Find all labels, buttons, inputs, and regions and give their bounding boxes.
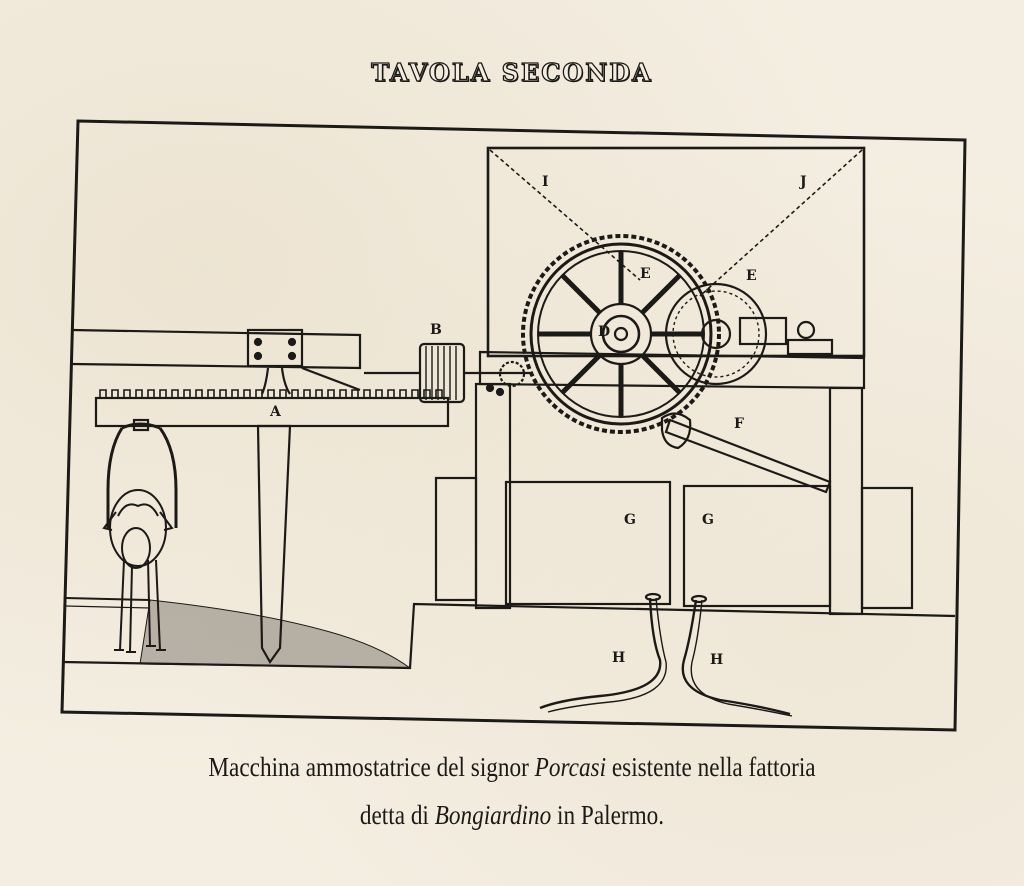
label-e2: E [746,268,757,284]
bench-leg-left [474,382,512,610]
lever-f [664,418,832,494]
label-b: B [430,322,442,338]
bench-top [478,350,866,390]
caption-place: Bongiardino [434,800,552,830]
compartment-g-left [504,480,672,606]
main-gear-wheel [521,234,721,434]
caption-line-1: Macchina ammostatrice del signor Porcasi… [208,752,816,782]
upper-beam [71,328,362,370]
spout-h-right [681,599,791,716]
ground-shadow [139,599,412,669]
label-d: D [598,324,610,340]
label-h1: H [612,650,625,666]
side-box-right [860,486,914,610]
label-h2: H [710,652,723,668]
bench-leg-right [828,386,864,616]
yoke-harness [106,427,178,528]
label-a: A [269,404,282,420]
label-i: I [542,174,549,190]
draft-animal [102,489,174,653]
side-box-left [434,476,478,602]
plate-title: TAVOLA SECONDA [371,57,653,87]
hopper-diagonal-left [489,149,641,281]
beam-bracket [246,328,304,368]
label-f: F [734,416,744,432]
rack-teeth [99,389,443,398]
small-pinion [498,360,526,388]
caption-line-2: detta di Bongiardino in Palermo. [359,800,665,830]
outer-frame [60,119,967,732]
label-g1: G [624,512,636,528]
label-e1: E [640,266,651,282]
gear-spokes [538,251,704,417]
gear-hub [601,314,641,354]
label-g2: G [702,512,714,528]
spout-h-left [539,597,662,710]
hopper-diagonal-right [699,149,863,297]
compartment-g-right [682,484,832,608]
vertical-post [256,424,292,665]
label-j: J [798,174,807,190]
caption-name: Porcasi [534,752,607,782]
